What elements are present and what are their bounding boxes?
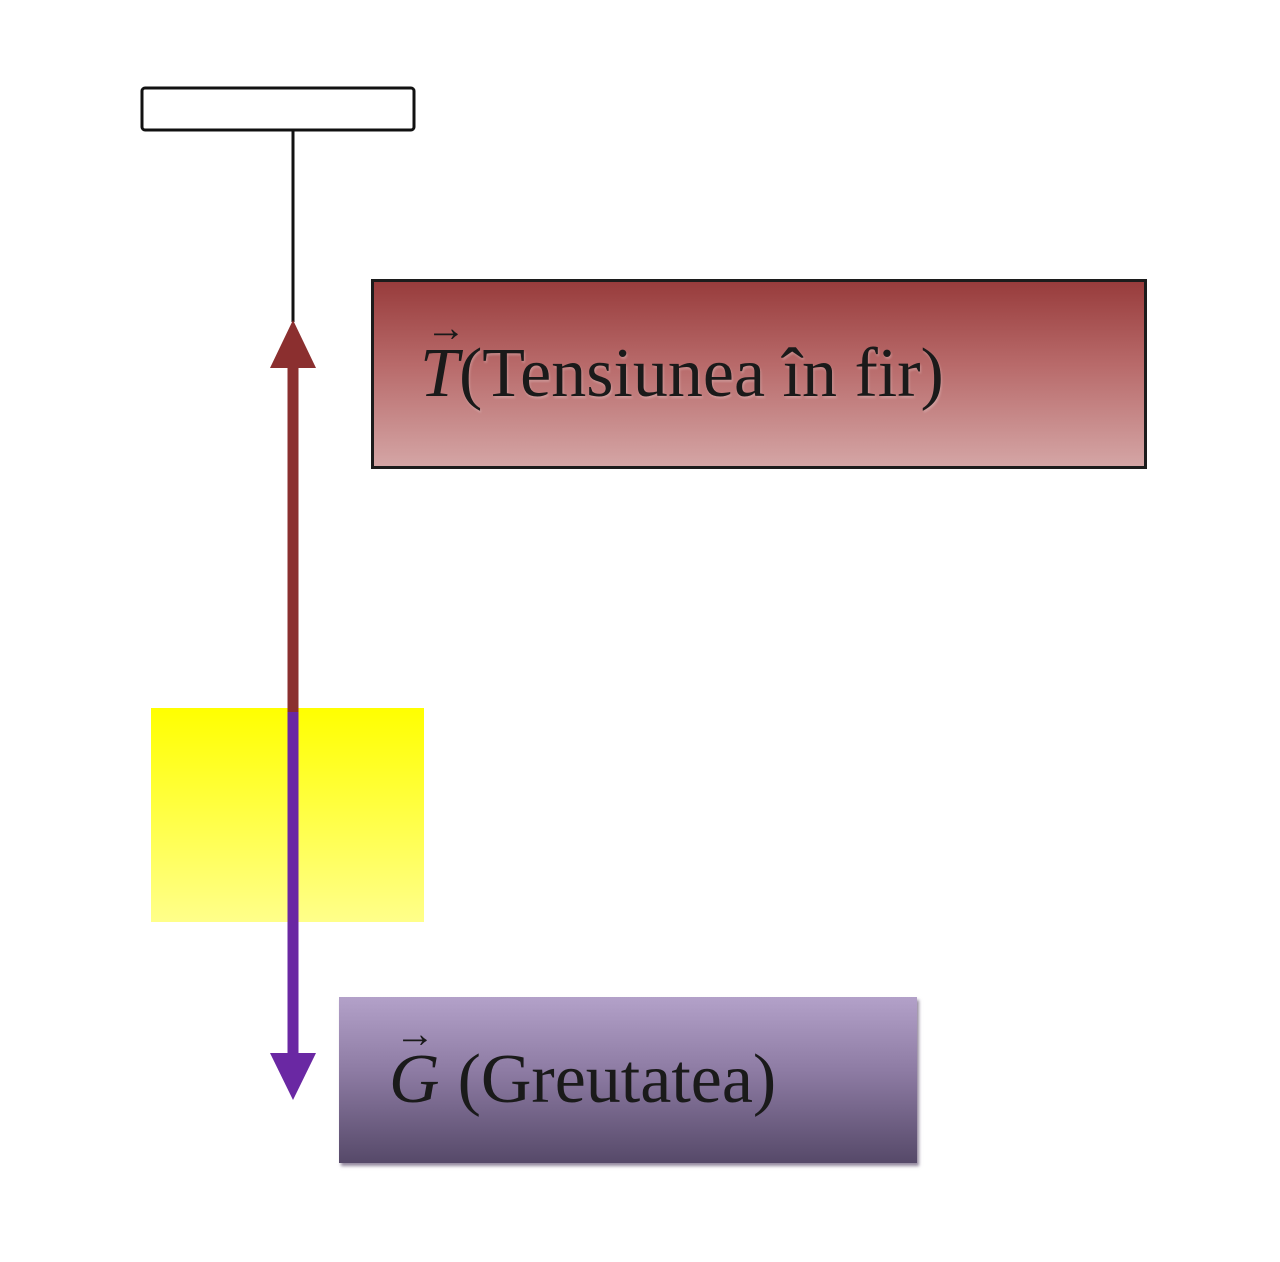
vector-arrow-icon: → (426, 305, 466, 350)
weight-label-text: (Greutatea) (457, 1041, 777, 1118)
tension-label-text: (Tensiunea în fir) (458, 335, 944, 412)
tension-symbol: T (420, 335, 459, 412)
weight-symbol: G (389, 1041, 440, 1118)
tension-vector-symbol: → T (420, 305, 466, 414)
weight-vector-symbol: → G (389, 1011, 440, 1120)
tension-arrow-head (270, 320, 316, 368)
weight-label-box: → G (Greutatea) (339, 997, 917, 1163)
ceiling-support (140, 86, 416, 132)
tension-label-box: → T (Tensiunea în fir) (371, 279, 1147, 469)
vector-arrow-icon: → (395, 1011, 435, 1056)
weight-arrow-head (270, 1053, 316, 1100)
